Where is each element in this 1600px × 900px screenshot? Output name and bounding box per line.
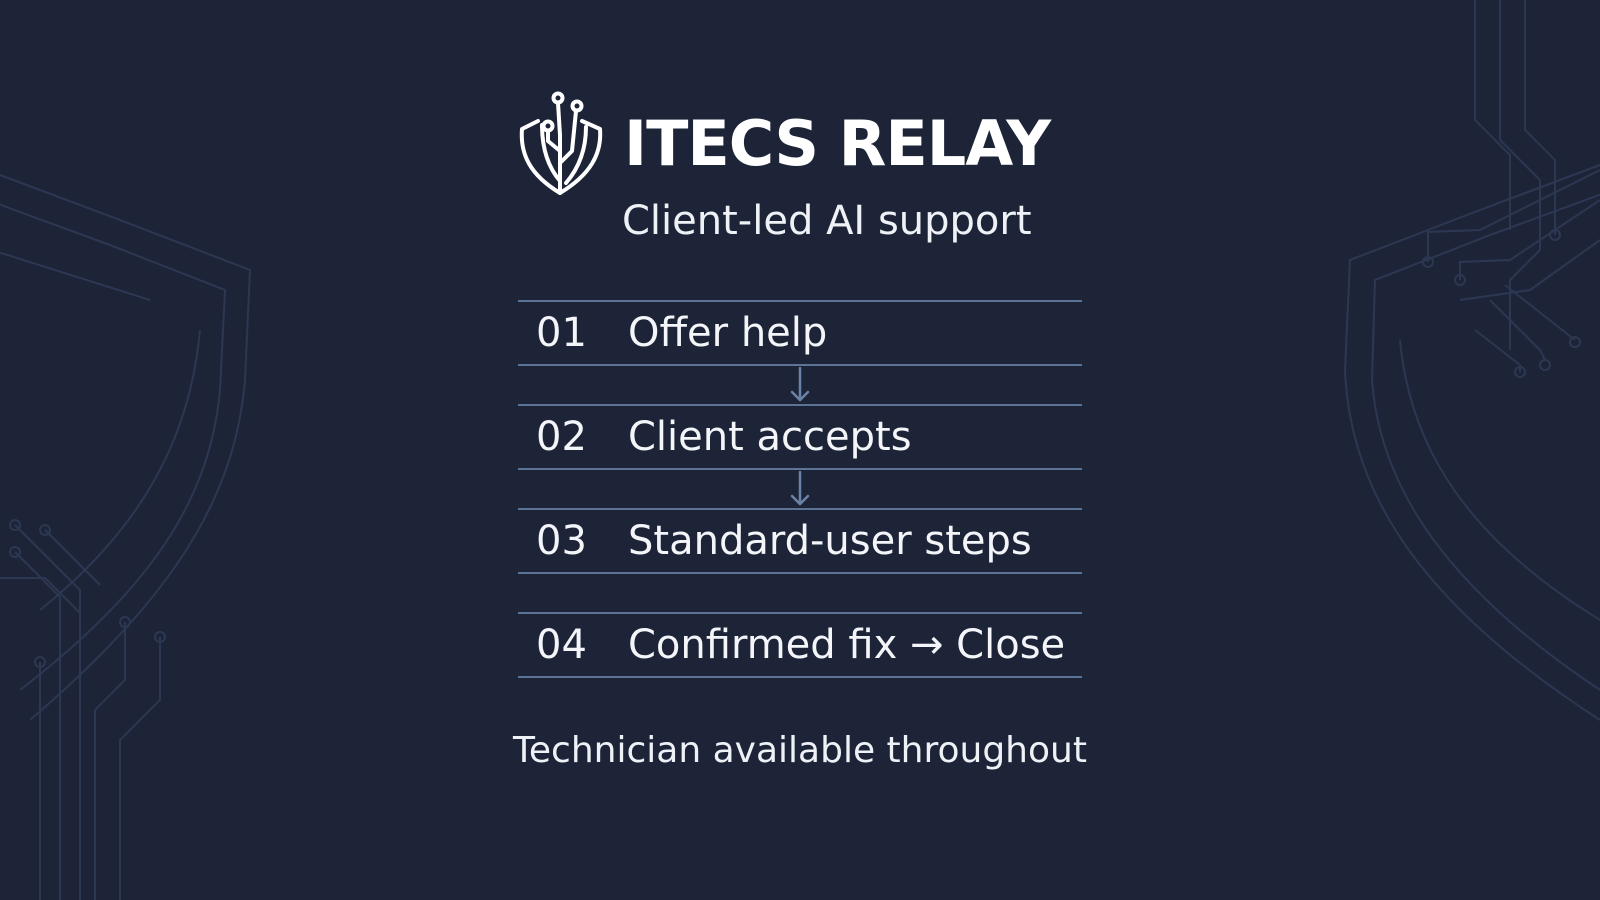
step-number: 01	[536, 310, 587, 356]
brand-header: ITECS RELAY	[516, 88, 1051, 198]
step-item: 02 Client accepts	[518, 404, 1082, 470]
step-item: 03 Standard-user steps	[518, 508, 1082, 574]
step-number: 03	[536, 518, 587, 564]
step-label: Standard-user steps	[628, 518, 1032, 564]
brand-title: ITECS RELAY	[624, 106, 1051, 180]
shield-circuit-icon	[519, 91, 603, 195]
step-label: Offer help	[628, 310, 828, 356]
step-number: 04	[536, 622, 587, 668]
step-label: Confirmed fix → Close	[628, 622, 1066, 668]
step-item: 04 Confirmed fix → Close	[518, 612, 1082, 678]
step-label: Client accepts	[628, 414, 912, 460]
step-number: 02	[536, 414, 587, 460]
arrow-down-icon	[790, 366, 810, 402]
footer-note: Technician available throughout	[513, 730, 1087, 771]
step-item: 01 Offer help	[518, 300, 1082, 366]
subtitle: Client-led AI support	[622, 198, 1032, 244]
arrow-down-icon	[790, 470, 810, 506]
